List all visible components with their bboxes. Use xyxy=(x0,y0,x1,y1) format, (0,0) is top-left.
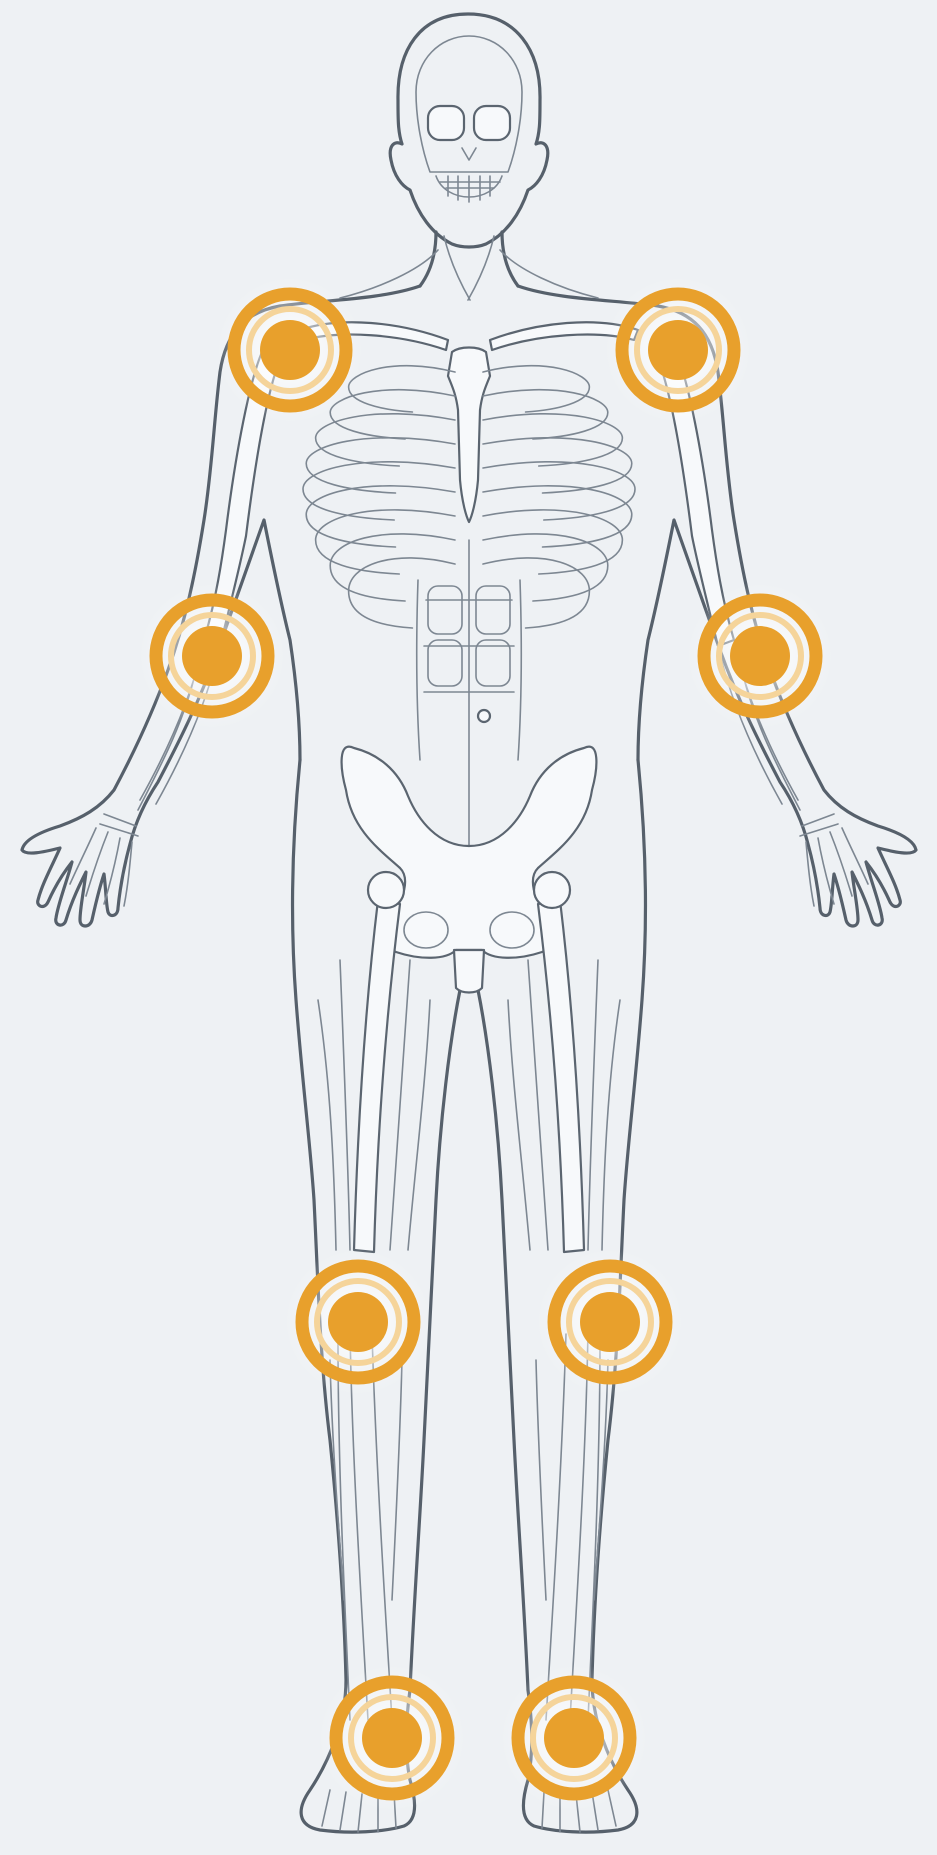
head-outline xyxy=(390,14,548,247)
joint-marker-ankle-right xyxy=(318,1664,466,1812)
sternum xyxy=(448,348,490,523)
hand-right xyxy=(800,814,868,906)
rib xyxy=(316,414,455,466)
joint-marker-knee-right xyxy=(284,1248,432,1396)
rib xyxy=(483,366,589,412)
eye-socket-left xyxy=(428,106,464,140)
leg-right-inner xyxy=(478,990,528,1690)
marker-dot xyxy=(648,320,708,380)
joint-marker-shoulder-right xyxy=(216,276,364,424)
marker-dot xyxy=(730,626,790,686)
joint-marker-knee-left xyxy=(536,1248,684,1396)
eye-socket-right xyxy=(474,106,510,140)
hand-left xyxy=(70,814,138,906)
joint-marker-elbow-right xyxy=(138,582,286,730)
rib xyxy=(483,462,635,520)
rib xyxy=(483,414,622,466)
rib xyxy=(349,558,455,628)
marker-dot xyxy=(580,1292,640,1352)
marker-dot xyxy=(260,320,320,380)
skull xyxy=(416,36,522,202)
rib xyxy=(483,486,632,547)
marker-dot xyxy=(544,1708,604,1768)
rib xyxy=(349,366,455,412)
rib xyxy=(306,486,455,547)
marker-dot xyxy=(362,1708,422,1768)
joint-marker-ankle-left xyxy=(500,1664,648,1812)
joint-marker-shoulder-left xyxy=(604,276,752,424)
rib xyxy=(303,462,455,520)
rib xyxy=(483,558,589,628)
marker-dot xyxy=(182,626,242,686)
joint-marker-elbow-left xyxy=(686,582,834,730)
marker-dot xyxy=(328,1292,388,1352)
